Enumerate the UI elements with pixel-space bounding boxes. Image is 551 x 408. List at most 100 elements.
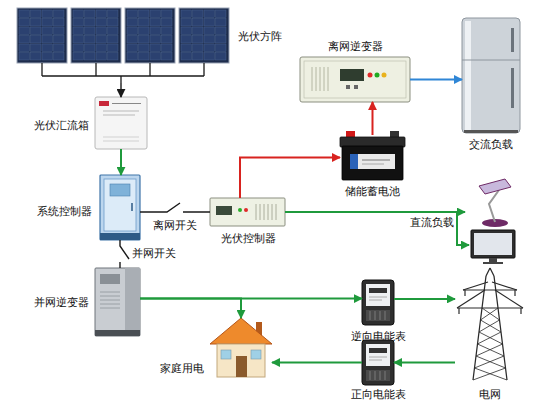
solar-array-art-part [85,53,96,61]
solar-array-art-part [193,44,204,52]
solar-array-art-part [193,10,204,18]
solar-array-art-part [85,19,96,27]
pv-controller-art-part [260,204,261,220]
grid-inverter-art-part [100,274,120,284]
reverse-meter-art-part [370,311,371,320]
power-grid-art-part [463,289,517,290]
household-art-part [221,350,231,359]
pv-controller-art-part [268,204,269,220]
storage-battery-art-part [350,154,395,169]
solar-array-art-part [193,53,204,61]
forward-meter-art-part [369,357,387,358]
connector [394,298,455,300]
combiner-box-art-part [95,97,147,149]
grid-inverter-art-part [100,296,120,297]
grid-inverter-art-part [95,268,140,336]
dc-load-art-part [489,258,497,262]
off-grid-inverter-art-part [316,67,317,91]
solar-array-art-part [73,19,84,27]
solar-array-art-part [31,10,42,18]
power-grid-art-part [475,356,505,368]
grid-inverter-art [95,268,140,336]
solar-array-art-part [19,19,30,27]
solar-array-art-part [19,10,30,18]
solar-array-art-part [73,53,84,61]
power-grid-art-part [481,320,502,332]
solar-array-art-part [150,10,161,18]
reverse-meter-art-part [369,288,387,293]
solar-array-art-part [42,19,53,27]
solar-array-art-part [127,19,138,27]
ac-load-art-part [462,60,520,61]
solar-array-art-part [127,36,138,44]
power-grid-art-part [476,356,506,368]
power-grid-art-part [486,268,490,276]
dc-load: 直流负载 [465,178,525,266]
solar-array-art-part [41,63,42,76]
solar-array-art-part [96,19,107,27]
ac-load-art [462,18,520,133]
power-grid-art [455,268,525,380]
node-label: 直流负载 [410,216,454,229]
off-grid-inverter-art-part [324,67,325,91]
grid-inverter-art-part [95,330,140,336]
off-grid-inverter-art-part [300,57,410,102]
storage-battery-art [340,135,405,180]
solar-array-art-part [31,53,42,61]
off-grid-inverter-art-part [320,67,321,91]
connector [120,149,122,175]
pv-controller-art-part [244,208,248,212]
system-controller-art-part [131,203,133,211]
storage-battery-art-part [390,131,399,137]
household-art-part [236,356,247,377]
solar-array-art-part [73,44,84,52]
off-grid-inverter-art-part [312,67,313,91]
solar-array-art-part [162,36,173,44]
forward-meter-art-part [375,371,376,380]
solar-array-art-part [19,36,30,44]
solar-array-art-part [139,27,150,35]
solar-array-art-part [204,19,215,27]
ac-load-art-part [511,68,514,108]
connector [120,83,121,97]
solar-array-art-part [85,44,96,52]
combiner-box-art-part [103,115,135,116]
solar-array-art-part [85,36,96,44]
combiner-box-art [95,97,147,149]
solar-array-art-part [150,36,161,44]
dc-load-art-part [489,190,499,222]
forward-meter-art-part [385,371,386,380]
combiner-box-art-part [99,101,109,106]
connector [120,240,129,268]
solar-array-art-part [96,10,107,18]
solar-array-art-part [19,27,30,35]
dc-load-art-part [474,233,512,255]
off-grid-inverter-art [300,57,410,102]
solar-array-art-part [108,36,119,44]
solar-array-art-part [96,53,107,61]
solar-array-art-part [162,53,173,61]
solar-array-art-part [31,36,42,44]
system-controller-art-part [104,179,136,231]
solar-array-art-part [139,53,150,61]
solar-array-art-part [216,53,227,61]
power-grid-art-part [478,344,505,356]
solar-array-art-part [127,27,138,35]
solar-array-art-part [96,44,107,52]
storage-battery-art-part [362,164,384,165]
off-grid-inverter-art-part [346,85,350,89]
forward-meter-art-part [362,340,394,385]
edge-label: 离网开关 [153,219,197,232]
solar-array-art-part [181,44,192,52]
reverse-meter-art-part [385,311,386,320]
solar-array: 光伏方阵 [15,8,230,83]
pv-controller-art-part [216,206,232,215]
pv-controller-art-part [238,208,242,212]
solar-array-art-part [71,8,121,63]
solar-array-art-part [73,27,84,35]
solar-array-art-part [139,36,150,44]
reverse-meter: 逆向电能表 [362,280,394,325]
solar-array-art-part [162,19,173,27]
node-label: 储能蓄电池 [345,185,400,198]
pv-controller: 光伏控制器 [210,198,285,226]
